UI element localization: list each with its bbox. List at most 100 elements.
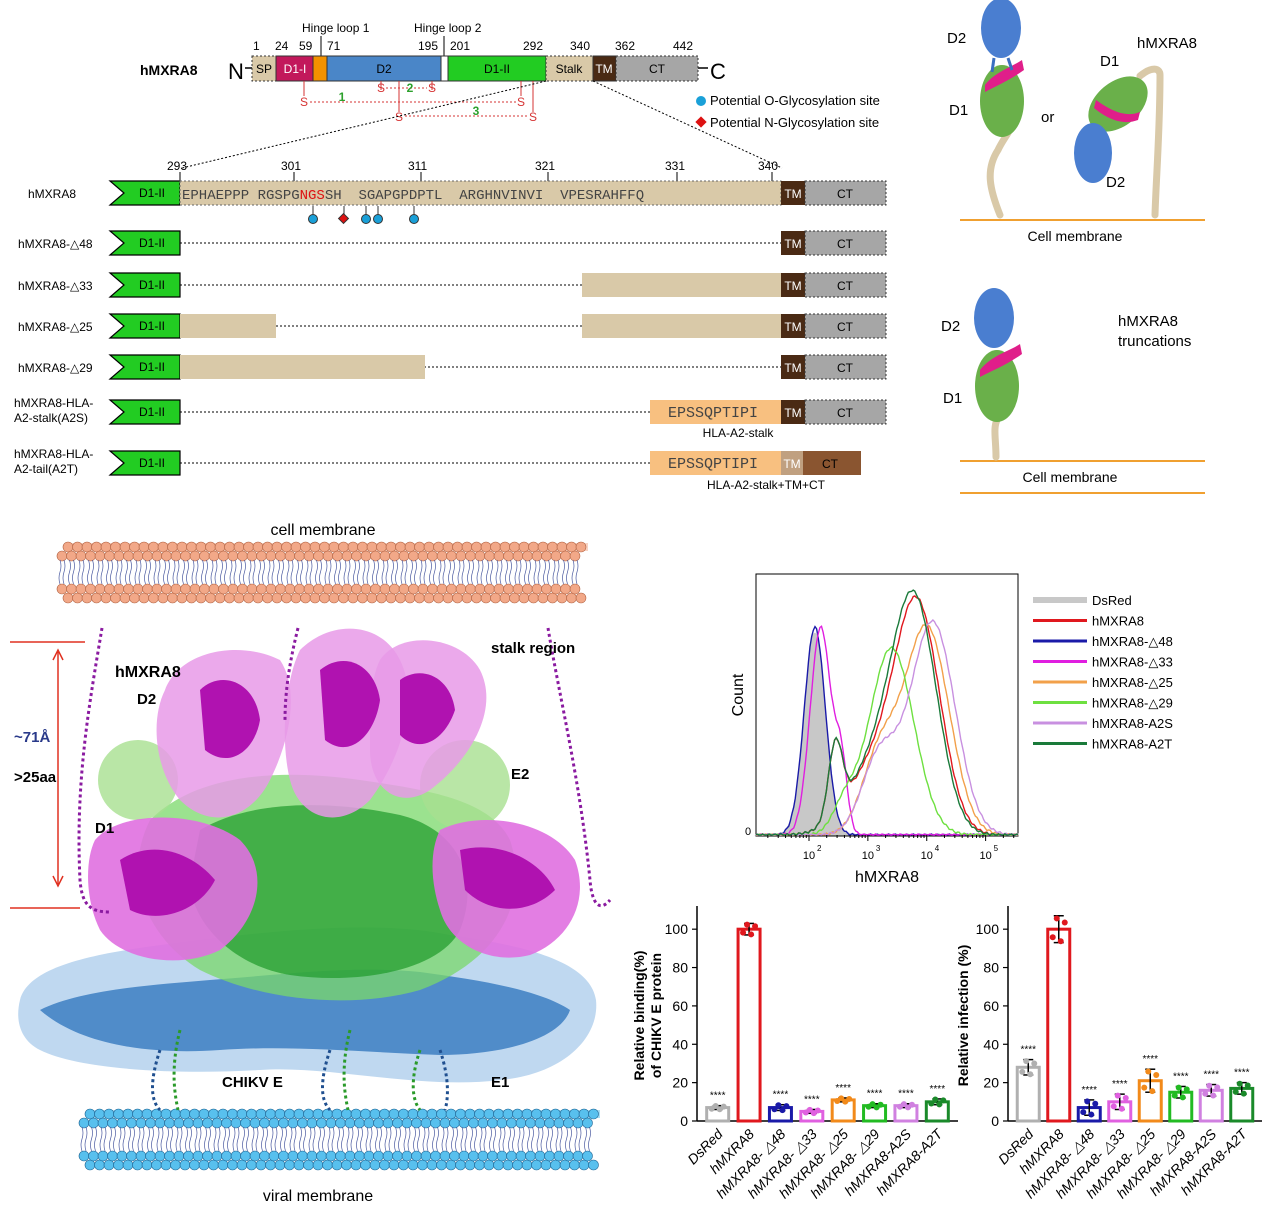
- lipid-tail: [381, 559, 389, 585]
- lipid-head: [113, 583, 125, 595]
- bar-ytick-label: 100: [665, 921, 689, 937]
- lipid-head: [312, 1159, 324, 1171]
- lipid-head: [541, 583, 552, 595]
- c-terminus: C: [710, 59, 726, 84]
- aa-length-label: >25aa: [14, 769, 57, 786]
- lipid-head: [588, 1159, 599, 1171]
- lipid-head: [420, 1150, 432, 1162]
- lipid-head: [351, 550, 362, 562]
- histogram-xtick-exp: 4: [935, 844, 940, 853]
- lipid-head: [189, 583, 201, 595]
- lipid-head: [465, 583, 476, 595]
- lipid-head: [452, 541, 463, 553]
- lipid-head: [423, 541, 435, 553]
- lipid-tail: [505, 559, 512, 585]
- lipid-head: [275, 583, 286, 595]
- legend-label-0: DsRed: [1092, 593, 1132, 608]
- lipid-tail: [239, 559, 246, 585]
- lipid-head: [550, 583, 562, 595]
- lipid-head: [351, 583, 362, 595]
- lipid-head: [224, 541, 235, 553]
- lipid-tail: [419, 559, 427, 585]
- lipid-head: [430, 1117, 441, 1129]
- lipid-tail: [533, 559, 541, 585]
- lipid-tail: [495, 559, 503, 585]
- d1ii-chevron: [108, 313, 181, 339]
- legend-label-5: hMXRA8-△29: [1092, 696, 1173, 711]
- disulfide-s: S: [517, 95, 525, 109]
- lipid-tail: [324, 559, 332, 585]
- bar-significance-6: ****: [898, 1089, 914, 1100]
- lipid-head: [382, 1150, 394, 1162]
- lipid-head: [100, 541, 112, 553]
- lipid-tail: [470, 1126, 477, 1152]
- d1ii-chevron-label: D1-II: [139, 360, 165, 374]
- lipid-head: [559, 1108, 571, 1120]
- lipid-tail: [308, 1126, 316, 1152]
- ct-block: [804, 230, 887, 256]
- lipid-tail: [277, 559, 284, 585]
- hinge-loop-1-label: Hinge loop 1: [302, 21, 370, 35]
- histogram-series-6: [755, 619, 1019, 836]
- lipid-head: [316, 1117, 327, 1129]
- lipid-tail: [552, 559, 560, 585]
- lipid-head: [455, 1159, 466, 1171]
- lipid-head: [78, 1117, 90, 1129]
- viral-membrane-title: viral membrane: [263, 1188, 373, 1205]
- tm-label: TM: [784, 187, 801, 201]
- lipid-head: [256, 583, 267, 595]
- lipid-head: [56, 550, 68, 562]
- lipid-head: [293, 1159, 305, 1171]
- lipid-head: [534, 1117, 546, 1129]
- lipid-head: [62, 541, 74, 553]
- cell-membrane-label-bottom: Cell membrane: [1023, 469, 1118, 485]
- lipid-head: [446, 583, 457, 595]
- o-glyco-site: [373, 214, 383, 224]
- lipid-head: [116, 1150, 128, 1162]
- bar-point-5: [1171, 1092, 1178, 1099]
- lipid-head: [458, 1117, 470, 1129]
- lipid-head: [360, 1159, 371, 1171]
- lipid-head: [379, 1159, 390, 1171]
- lipid-head: [350, 1159, 362, 1171]
- lipid-head: [141, 1159, 153, 1171]
- lipid-head: [575, 592, 587, 604]
- e2-label: E2: [511, 766, 529, 783]
- stalk-region-label: stalk region: [491, 640, 575, 657]
- lipid-head: [249, 1150, 261, 1162]
- lipid-tail: [441, 1126, 449, 1152]
- hinge1-segment: [312, 55, 328, 82]
- lipid-tail: [362, 559, 370, 585]
- lipid-tail: [191, 559, 199, 585]
- lipid-head: [271, 541, 283, 553]
- d1ii-chevron-label: D1-II: [139, 405, 165, 419]
- lipid-head: [588, 1108, 599, 1120]
- lipid-head: [227, 550, 239, 562]
- lipid-head: [211, 1150, 223, 1162]
- bar-point-7: [1240, 1090, 1247, 1097]
- bar-point-2: [1084, 1098, 1091, 1105]
- lipid-head: [496, 1117, 508, 1129]
- pos-442: 442: [673, 39, 693, 53]
- bar-significance-7: ****: [1234, 1068, 1250, 1079]
- lipid-tail: [489, 1126, 496, 1152]
- bar-ylabel: Relative infection (%): [955, 945, 971, 1087]
- lipid-head: [493, 583, 505, 595]
- lipid-head: [243, 541, 254, 553]
- d1ii-chevron: [108, 230, 181, 256]
- construct-label: hMXRA8-HLA-: [14, 396, 93, 410]
- lipid-head: [72, 592, 83, 604]
- lipid-head: [360, 583, 372, 595]
- bar-point-4: [1141, 1084, 1148, 1091]
- construct-label-line2: A2-tail(A2T): [14, 462, 78, 476]
- n-glyco-site: [337, 212, 350, 225]
- lipid-tail: [498, 1126, 506, 1152]
- bar-point-5: [869, 1101, 876, 1108]
- trunc-d2-label: D2: [941, 318, 960, 335]
- lipid-head: [151, 1108, 162, 1120]
- lipid-head: [256, 550, 267, 562]
- lipid-head: [211, 1117, 223, 1129]
- lipid-head: [528, 592, 539, 604]
- lipid-head: [537, 541, 549, 553]
